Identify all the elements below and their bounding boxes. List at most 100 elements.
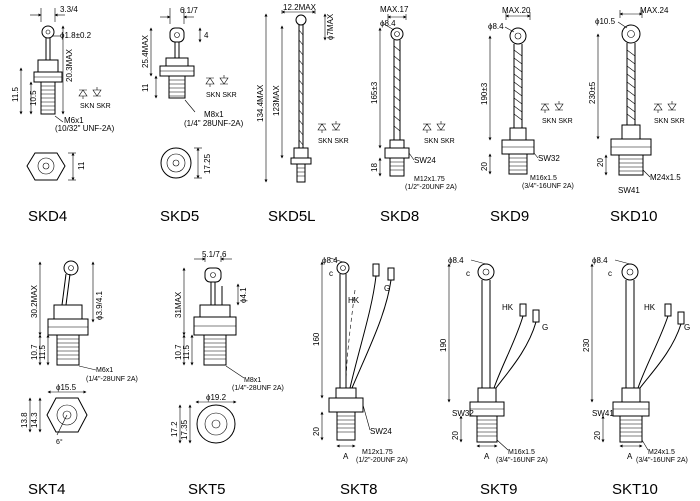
skd5l-label: SKD5L bbox=[268, 208, 316, 225]
skd5-variants: SKN SKR bbox=[206, 92, 237, 99]
skt4-angle: 6° bbox=[56, 438, 63, 446]
skd10-wrench: SW41 bbox=[618, 186, 640, 195]
skt5-dim-width: 5.1/7.6 bbox=[202, 250, 227, 259]
skd9-wrench: SW32 bbox=[538, 154, 560, 163]
skd4-dim-width: 3.3/4 bbox=[60, 5, 78, 14]
skd9-dim-thread: 20 bbox=[480, 162, 489, 171]
skd5l-variants: SKN SKR bbox=[318, 138, 349, 145]
skd9-dim-hole: ϕ8.4 bbox=[488, 22, 504, 31]
skt9-label: SKT9 bbox=[480, 481, 518, 498]
skt8-g: G bbox=[384, 284, 390, 293]
skt8-dim-thread: 20 bbox=[312, 427, 321, 436]
skt9-drawing: ϕ8.4 c HK G 190 SW32 20 A M16x1.5 (3/4"-… bbox=[439, 256, 548, 498]
skt9-hk: HK bbox=[502, 303, 514, 312]
skd10-drawing: MAX.24 ϕ10.5 230±5 20 SW41 M24x1.5 SKN S… bbox=[588, 6, 685, 225]
skt10-thread: M24x1.5 bbox=[648, 449, 675, 456]
skt8-thread-unf: (1/2"-20UNF 2A) bbox=[356, 457, 408, 464]
skd5-drawing: 6.1/7 4 25.4MAX 11 M8x1 (1/4" 28UNF-2A) … bbox=[141, 6, 244, 225]
skt4-thread: M6x1 bbox=[96, 367, 113, 374]
skt8-dim-length: 160 bbox=[312, 332, 321, 346]
skt9-thread: M16x1.5 bbox=[508, 449, 535, 456]
skt10-g: G bbox=[684, 323, 690, 332]
skt10-wrench: SW41 bbox=[592, 409, 614, 418]
skd9-dim-width: MAX.20 bbox=[502, 6, 531, 15]
skd8-dim-width: MAX.17 bbox=[380, 5, 409, 14]
skt5-drawing: 5.1/7.6 31MAX ϕ4.1 10.7 11.5 M8x1 (1/4"-… bbox=[170, 250, 284, 498]
skd4-dim-diameter: ϕ1.8±0.2 bbox=[60, 31, 92, 40]
skd8-variants: SKN SKR bbox=[424, 138, 455, 145]
skt8-hk: HK bbox=[348, 296, 360, 305]
skt9-dim-hole: ϕ8.4 bbox=[448, 256, 464, 265]
skd4-dim-height: 20.3MAX bbox=[65, 48, 74, 82]
skt9-g: G bbox=[542, 323, 548, 332]
skd4-dim-1: 11.5 bbox=[11, 86, 20, 102]
skd10-thread: M24x1.5 bbox=[650, 173, 681, 182]
skt4-dim-2: 11.5 bbox=[38, 344, 47, 360]
skt10-dim-thread: 20 bbox=[593, 431, 602, 440]
skt4-drawing: 30.2MAX ϕ3.9/4.1 10.7 11.5 M6x1 (1/4"-28… bbox=[20, 260, 138, 498]
skd8-diode-symbols bbox=[422, 121, 446, 133]
skd9-drawing: MAX.20 ϕ8.4 190±3 20 SW32 M16x1.5 (3/4"-… bbox=[480, 6, 574, 225]
skd5-dim-thread-len: 11 bbox=[141, 83, 150, 92]
skt9-wrench: SW32 bbox=[452, 409, 474, 418]
skd9-thread: M16x1.5 bbox=[530, 175, 557, 182]
skd4-drawing: 3.3/4 ϕ1.8±0.2 20.3MAX 11.5 10.5 M6x1 (1… bbox=[11, 5, 115, 225]
skt10-hk: HK bbox=[644, 303, 656, 312]
skt5-dim-2: 11.5 bbox=[182, 344, 191, 360]
skt9-dim-thread: 20 bbox=[451, 431, 460, 440]
skt5-dim-height: 31MAX bbox=[174, 291, 183, 318]
skd5l-dim-dia: ϕ7MAX bbox=[326, 13, 335, 40]
skt4-dim-diameter: ϕ15.5 bbox=[56, 383, 77, 392]
skt8-label: SKT8 bbox=[340, 481, 378, 498]
skt5-dim-gate: ϕ4.1 bbox=[239, 287, 248, 303]
skt10-thread-unf: (3/4"-16UNF 2A) bbox=[636, 457, 688, 464]
skt9-c: c bbox=[466, 269, 470, 278]
skd9-diode-symbols bbox=[540, 101, 564, 113]
skt4-hex-2: 14.3 bbox=[30, 412, 39, 428]
skd5-dim-height: 25.4MAX bbox=[141, 34, 150, 68]
skd4-dim-2: 10.5 bbox=[29, 90, 38, 106]
skt10-dim-length: 230 bbox=[582, 338, 591, 352]
skt10-a: A bbox=[627, 452, 633, 461]
skt10-label: SKT10 bbox=[612, 481, 658, 498]
skd5-dim-eye: 4 bbox=[204, 31, 209, 40]
skt9-thread-unf: (3/4"-16UNF 2A) bbox=[496, 457, 548, 464]
skd4-hex-size: 11 bbox=[77, 161, 86, 170]
skd5l-dim-width: 12.2MAX bbox=[283, 3, 317, 12]
skt8-a: A bbox=[343, 452, 349, 461]
skd5-label: SKD5 bbox=[160, 208, 199, 225]
skt5-label: SKT5 bbox=[188, 481, 226, 498]
skd8-wrench: SW24 bbox=[414, 156, 436, 165]
skt10-drawing: ϕ8.4 c HK G 230 SW41 20 A M24x1.5 (3/4"-… bbox=[582, 256, 690, 498]
skd8-dim-length: 165±3 bbox=[370, 81, 379, 104]
skt4-dim-gate: ϕ3.9/4.1 bbox=[95, 291, 104, 320]
skt4-hex-1: 13.8 bbox=[20, 412, 29, 428]
skd5l-drawing: 12.2MAX ϕ7MAX 134.4MAX 123MAX SKN SKR SK… bbox=[256, 3, 349, 225]
skd9-variants: SKN SKR bbox=[542, 118, 573, 125]
skt5-thread-unf: (1/4"-28UNF 2A) bbox=[232, 385, 284, 392]
skd10-dim-width: MAX.24 bbox=[640, 6, 669, 15]
skd8-label: SKD8 bbox=[380, 208, 419, 225]
skt10-c: c bbox=[608, 269, 612, 278]
skt5-hex-2: 17.35 bbox=[180, 419, 189, 440]
skt8-thread: M12x1.75 bbox=[362, 449, 393, 456]
skd8-dim-hole: ϕ8.4 bbox=[380, 19, 396, 28]
skd4-diode-symbols bbox=[78, 87, 102, 99]
skd8-dim-thread: 18 bbox=[370, 163, 379, 172]
skt9-a: A bbox=[484, 452, 490, 461]
skt8-dim-hole: ϕ8.4 bbox=[322, 256, 338, 265]
skd5l-dim-lead: 123MAX bbox=[272, 85, 281, 116]
skt4-dim-1: 10.7 bbox=[30, 344, 39, 360]
skt8-drawing: ϕ8.4 c HK G 160 20 SW24 A M12x1.75 (1/2"… bbox=[312, 256, 408, 498]
skd5-dim-width: 6.1/7 bbox=[180, 6, 198, 15]
skt8-wrench: SW24 bbox=[370, 427, 392, 436]
skd5l-diode-symbols bbox=[317, 121, 341, 133]
skt8-c: c bbox=[329, 269, 333, 278]
skd9-thread-unf: (3/4"-16UNF 2A) bbox=[522, 183, 574, 190]
skt4-thread-unf: (1/4"-28UNF 2A) bbox=[86, 376, 138, 383]
skd4-thread: M6x1 bbox=[64, 116, 84, 125]
skd10-dim-thread: 20 bbox=[596, 158, 605, 167]
skt5-hex-1: 17.2 bbox=[170, 421, 179, 437]
skd8-thread-unf: (1/2"-20UNF 2A) bbox=[405, 184, 457, 191]
skt10-dim-hole: ϕ8.4 bbox=[592, 256, 608, 265]
